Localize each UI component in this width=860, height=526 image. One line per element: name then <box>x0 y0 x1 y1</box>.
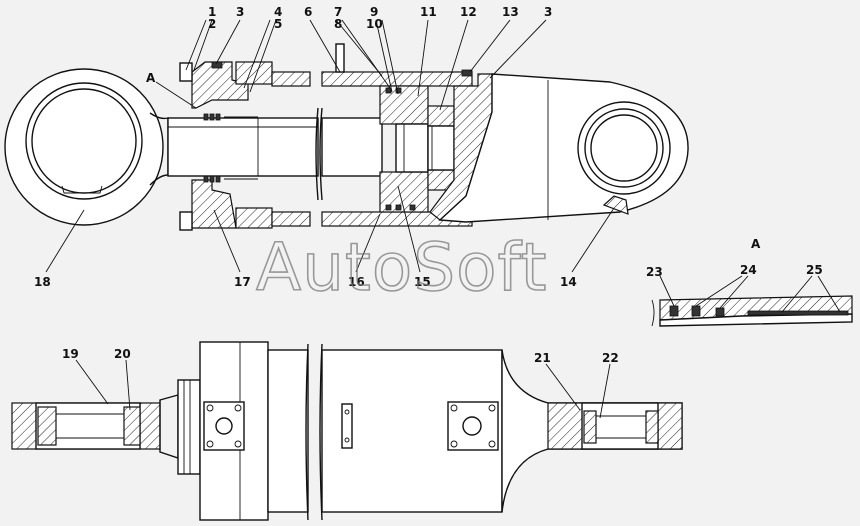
callout-7: 7 <box>334 5 342 19</box>
detail-title: A <box>751 237 761 251</box>
callout-12: 12 <box>460 5 477 19</box>
callout-14: 14 <box>560 275 577 289</box>
callout-11: 11 <box>420 5 437 19</box>
top-section-view <box>4 43 689 231</box>
callout-10: 10 <box>366 17 383 31</box>
callout-1: 1 <box>208 5 216 19</box>
callout-23: 23 <box>646 265 663 279</box>
callout-8: 8 <box>334 17 342 31</box>
callout-3: 3 <box>236 5 244 19</box>
bottom-plan-view <box>11 341 683 521</box>
callout-9: 9 <box>370 5 378 19</box>
callout-25: 25 <box>806 263 823 277</box>
callout-6: 6 <box>304 5 312 19</box>
callout-21: 21 <box>534 351 551 365</box>
middle-callouts: 18 17 16 15 14 <box>34 275 577 289</box>
detail-a-view <box>651 295 853 327</box>
callout-24: 24 <box>740 263 757 277</box>
callout-5: 5 <box>274 17 282 31</box>
gland-head <box>179 61 273 231</box>
callout-22: 22 <box>602 351 619 365</box>
callout-18: 18 <box>34 275 51 289</box>
callout-17: 17 <box>234 275 251 289</box>
cylinder-bottom-clevis <box>429 69 689 223</box>
piston <box>379 85 455 213</box>
callout-16: 16 <box>348 275 365 289</box>
callout-20: 20 <box>114 347 131 361</box>
callout-A: A <box>146 71 156 85</box>
callout-4: 4 <box>274 5 282 19</box>
top-callouts: 1 2 3 4 5 6 7 8 9 10 11 12 13 3 A <box>146 5 552 85</box>
callout-3-right: 3 <box>544 5 552 19</box>
rod-eye <box>4 68 169 226</box>
watermark-text: AutoSoft <box>256 229 547 306</box>
bottom-callouts: 19 20 21 22 <box>62 347 619 365</box>
callout-15: 15 <box>414 275 431 289</box>
detail-callouts: A 23 24 25 <box>646 237 823 279</box>
callout-19: 19 <box>62 347 79 361</box>
leader-lines <box>45 19 841 419</box>
callout-2: 2 <box>208 17 216 31</box>
callout-13: 13 <box>502 5 519 19</box>
piston-rod <box>167 107 383 201</box>
